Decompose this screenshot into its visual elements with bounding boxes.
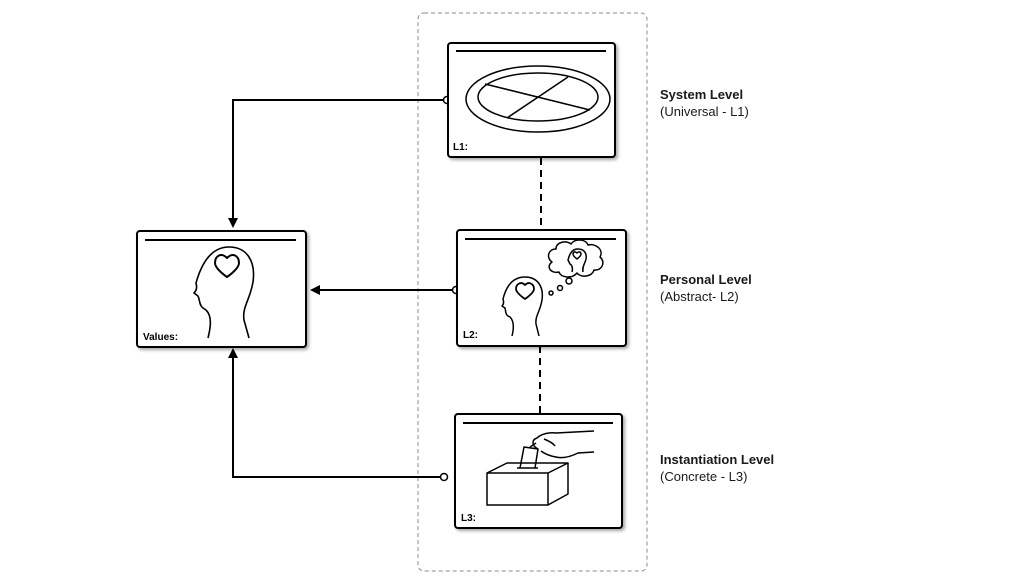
l2-box <box>456 229 627 347</box>
values-box <box>136 230 307 348</box>
personal-level-title: Personal Level <box>660 272 752 287</box>
l2-box-label: L2: <box>463 330 478 341</box>
personal-level-subtitle: (Abstract- L2) <box>660 289 739 304</box>
l3-box-label: L3: <box>461 513 476 524</box>
hand-casting-ballot-icon <box>486 430 595 506</box>
system-level-title: System Level <box>660 87 744 102</box>
system-level-subtitle: (Universal - L1) <box>660 104 749 119</box>
arrow-l2-to-values <box>310 285 461 295</box>
instantiation-level-subtitle: (Concrete - L3) <box>660 469 748 484</box>
head-with-heart-icon <box>193 246 255 339</box>
instantiation-level-title: Instantiation Level <box>660 452 775 467</box>
l1-box <box>447 42 616 158</box>
head-thinking-of-person-icon <box>501 239 604 337</box>
arrow-l3-to-values <box>228 348 449 482</box>
segmented-ellipse-icon <box>465 65 611 133</box>
l1-box-label: L1: <box>453 142 468 153</box>
levels-dashed-container <box>417 12 648 572</box>
values-box-label: Values: <box>143 332 179 343</box>
l3-box <box>454 413 623 529</box>
